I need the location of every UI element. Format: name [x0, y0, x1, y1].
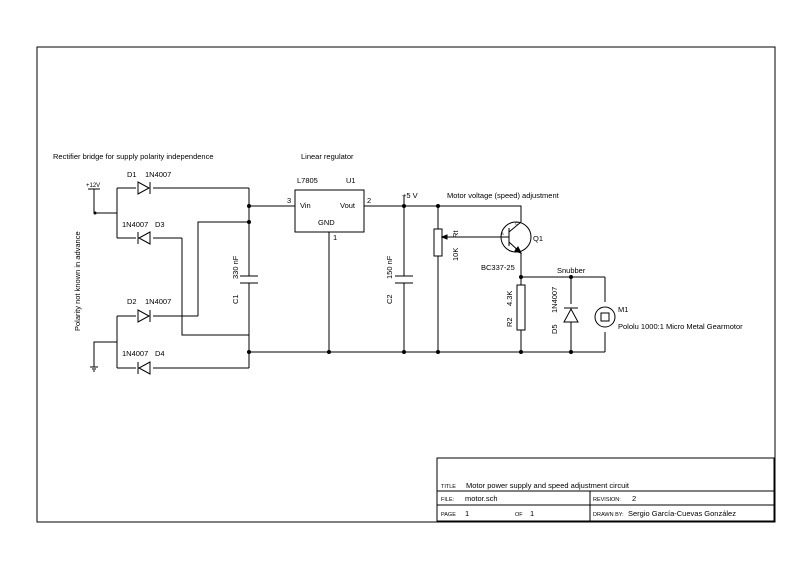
rheostat-rt-icon	[433, 228, 448, 257]
title-block-of-key: OF	[515, 512, 523, 518]
title-block-revision: 2	[632, 494, 636, 503]
regulator-vin: Vin	[300, 201, 311, 210]
regulator-gnd: GND	[318, 218, 335, 227]
wires	[93, 187, 606, 369]
capacitor-c1-value: 330 nF	[231, 255, 240, 279]
motor-value: Pololu 1000:1 Micro Metal Gearmotor	[618, 322, 743, 331]
resistor-r2-icon	[516, 284, 526, 331]
diode-d2-icon	[137, 309, 151, 323]
rheostat-ref: Rt	[451, 230, 460, 238]
diode-d5-ref: D5	[550, 324, 559, 334]
title-block-drawn-by: Sergio García-Cuevas González	[628, 509, 736, 518]
regulator-section-title: Linear regulator	[301, 152, 354, 161]
rheostat-value: 10K	[451, 248, 460, 261]
transistor-part: BC337-25	[481, 263, 515, 272]
diode-d2-ref: D2	[127, 297, 137, 306]
speed-section-title: Motor voltage (speed) adjustment	[447, 191, 560, 200]
capacitor-c2-ref: C2	[385, 294, 394, 304]
capacitor-c2-value: 150 nF	[385, 255, 394, 279]
title-block-page-key: PAGE	[441, 512, 456, 518]
supply-plus-label: +12V	[86, 183, 100, 189]
diode-d4-icon	[137, 361, 151, 375]
diode-d2-value: 1N4007	[145, 297, 171, 306]
diode-d4-value: 1N4007	[122, 349, 148, 358]
regulator-pin-in: 3	[287, 196, 291, 205]
diode-d5-value: 1N4007	[550, 287, 559, 313]
regulator-ref: U1	[346, 176, 356, 185]
title-block-page: 1	[465, 509, 469, 518]
title-block-revision-key: REVISION:	[593, 497, 621, 503]
motor-ref: M1	[618, 305, 628, 314]
transistor-q1-icon	[497, 221, 532, 254]
transistor-pin-c: C	[515, 221, 518, 226]
diode-d4-ref: D4	[155, 349, 165, 358]
polarity-note: Polarity not known in advance	[73, 231, 82, 331]
regulator-u1-box	[294, 189, 365, 233]
diode-d1-icon	[137, 181, 151, 195]
regulator-vout: Vout	[340, 201, 356, 210]
capacitor-c2-icon	[395, 275, 413, 284]
snubber-section-title: Snubber	[557, 266, 586, 275]
resistor-r2-ref: R2	[505, 317, 514, 327]
rectifier-section-title: Rectifier bridge for supply polarity ind…	[53, 152, 214, 161]
title-block-drawn-key: DRAWN BY:	[593, 512, 624, 518]
title-block-file: motor.sch	[465, 494, 498, 503]
title-block-of: 1	[530, 509, 534, 518]
ground-symbol	[90, 366, 98, 372]
diode-d3-value: 1N4007	[122, 220, 148, 229]
transistor-pin-e: E	[515, 247, 518, 252]
regulator-part: L7805	[297, 176, 318, 185]
capacitor-c1-ref: C1	[231, 294, 240, 304]
title-block	[436, 457, 775, 522]
title-block-title-key: TITLE	[441, 484, 456, 490]
title-block-file-key: FILE:	[441, 497, 455, 503]
diode-d3-icon	[137, 231, 151, 245]
capacitor-c1-icon	[240, 275, 258, 284]
title-block-title: Motor power supply and speed adjustment …	[466, 481, 630, 490]
transistor-pin-b: B	[501, 231, 504, 236]
motor-m1-icon	[594, 306, 616, 328]
diode-d1-ref: D1	[127, 170, 137, 179]
rail-5v-label: +5 V	[402, 191, 418, 200]
transistor-ref: Q1	[533, 234, 543, 243]
regulator-pin-gnd: 1	[333, 233, 337, 242]
regulator-pin-out: 2	[367, 196, 371, 205]
diode-d5-icon	[563, 307, 579, 323]
junction-dots	[93, 204, 573, 354]
diode-d1-value: 1N4007	[145, 170, 171, 179]
sheet-border	[36, 46, 776, 523]
diode-d3-ref: D3	[155, 220, 165, 229]
resistor-r2-value: 4.3K	[505, 291, 514, 306]
